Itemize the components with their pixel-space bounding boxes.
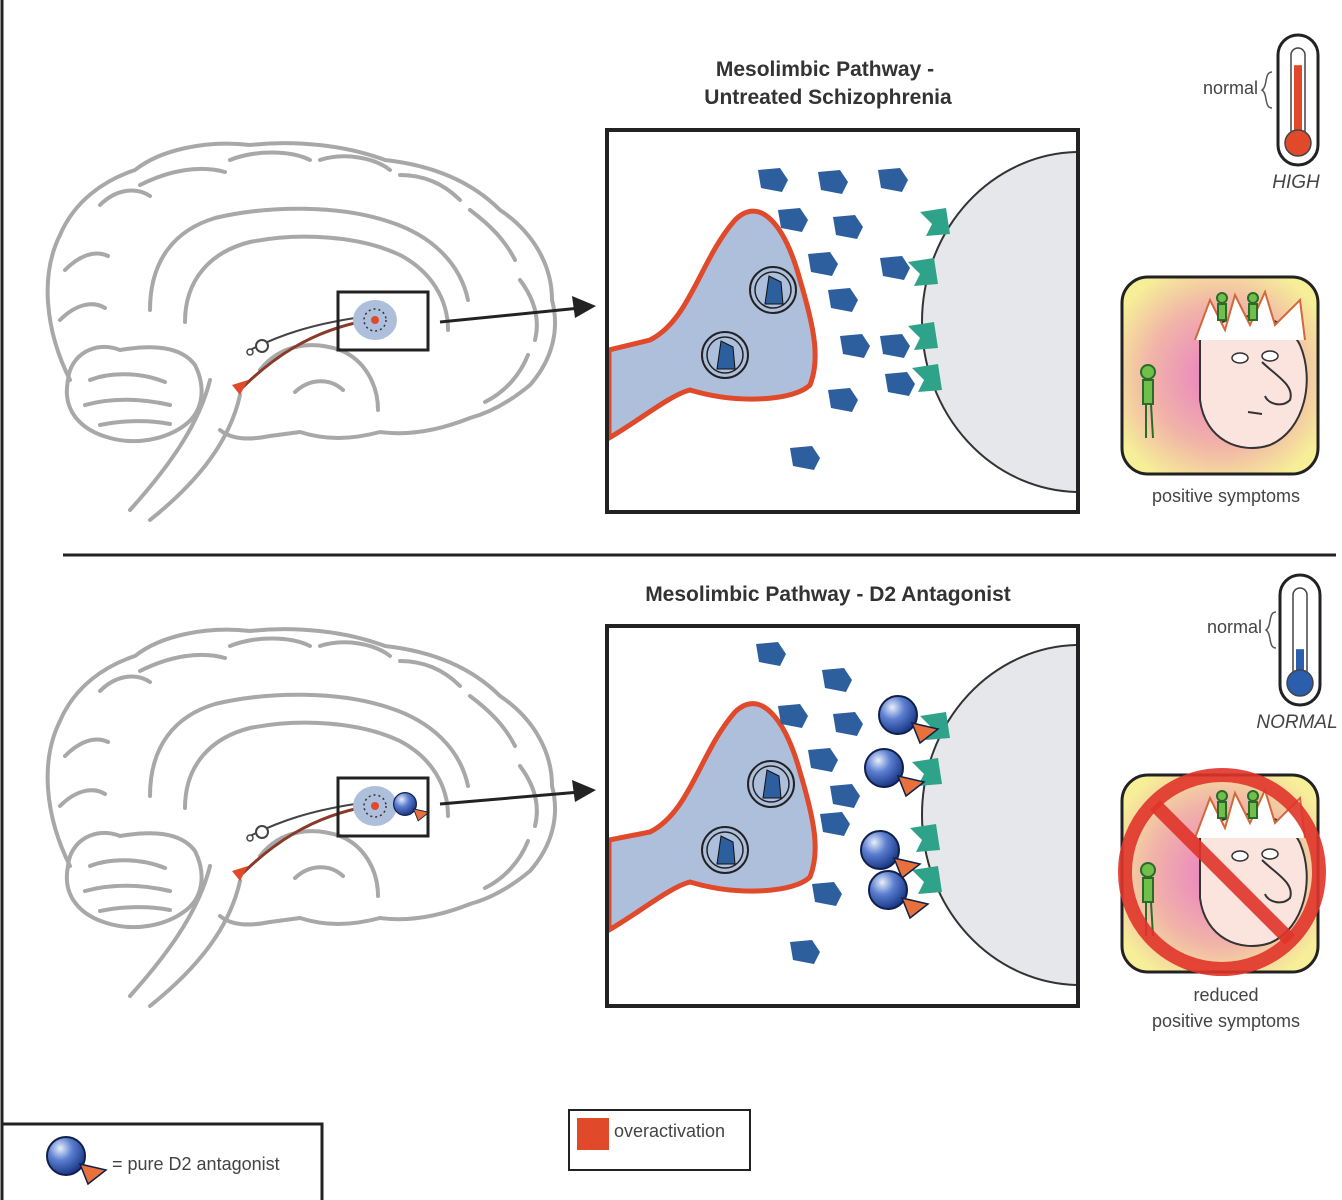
bottom-symptom-card: reduced positive symptoms — [1118, 768, 1326, 1031]
normal-range-bracket — [1264, 611, 1277, 649]
zoom-arrow — [572, 296, 596, 318]
postsynaptic-neuron — [921, 151, 1076, 493]
bottom-panel: Mesolimbic Pathway - D2 Antagonist — [45, 573, 1338, 1031]
antagonist-legend-label: = pure D2 antagonist — [112, 1154, 280, 1174]
normal-range-bracket — [1260, 71, 1273, 109]
bottom-brain-illustration — [45, 627, 558, 1008]
top-brain-illustration — [45, 141, 558, 522]
prohibition-icon — [1118, 768, 1326, 976]
vesicle — [749, 266, 797, 314]
top-thermometer: normal HIGH — [1203, 33, 1320, 193]
zoom-arrow — [572, 780, 596, 802]
top-synapse-box — [605, 128, 1080, 514]
vesicle — [701, 826, 749, 874]
top-title-line1: Mesolimbic Pathway - — [716, 58, 934, 81]
vesicle — [701, 331, 749, 379]
top-title-line2: Untreated Schizophrenia — [704, 86, 952, 109]
zoom-box — [336, 290, 430, 352]
overactivation-swatch — [577, 1118, 609, 1150]
thermometer-fill — [1296, 649, 1304, 680]
bottom-symptom-caption-line1: reduced — [1193, 985, 1258, 1005]
antagonist-legend: = pure D2 antagonist — [0, 1122, 324, 1200]
bottom-level-label: NORMAL — [1256, 712, 1337, 733]
top-panel: Mesolimbic Pathway - Untreated Schizophr… — [45, 33, 1320, 522]
overactivation-legend-label: overactivation — [614, 1121, 725, 1141]
presynaptic-terminal — [609, 701, 818, 933]
top-symptom-caption: positive symptoms — [1152, 486, 1300, 506]
presynaptic-terminal — [609, 208, 818, 441]
top-normal-label: normal — [1203, 78, 1258, 98]
top-symptom-card: positive symptoms — [1120, 275, 1320, 506]
bottom-synapse-box — [605, 624, 1080, 1008]
vesicle — [747, 760, 795, 808]
bottom-title: Mesolimbic Pathway - D2 Antagonist — [645, 583, 1011, 606]
postsynaptic-neuron — [921, 644, 1076, 986]
vta-neuron-icon — [232, 380, 248, 395]
bottom-normal-label: normal — [1207, 617, 1262, 637]
dopamine-tract — [238, 318, 371, 392]
tiny-figure — [1140, 292, 1259, 439]
overactivation-legend: overactivation — [568, 1109, 751, 1171]
bottom-thermometer: normal NORMAL — [1207, 573, 1338, 733]
face-illustration — [1140, 289, 1308, 449]
bottom-symptom-caption-line2: positive symptoms — [1152, 1011, 1300, 1031]
top-level-label: HIGH — [1272, 172, 1320, 193]
thermometer-fill — [1294, 65, 1302, 140]
